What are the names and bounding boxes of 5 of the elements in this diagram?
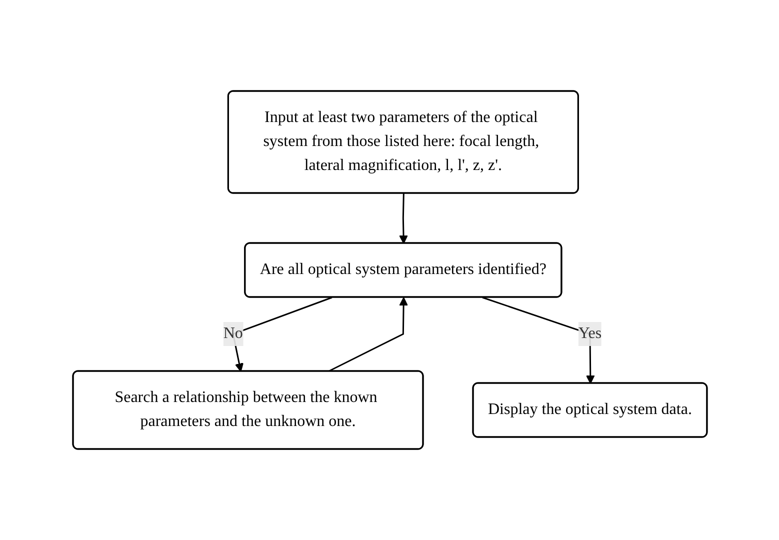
arrow (482, 296, 594, 384)
edge-label: Yes (578, 325, 602, 342)
edge-label: No (222, 325, 242, 342)
arrow (398, 193, 408, 244)
arrow (327, 297, 408, 372)
